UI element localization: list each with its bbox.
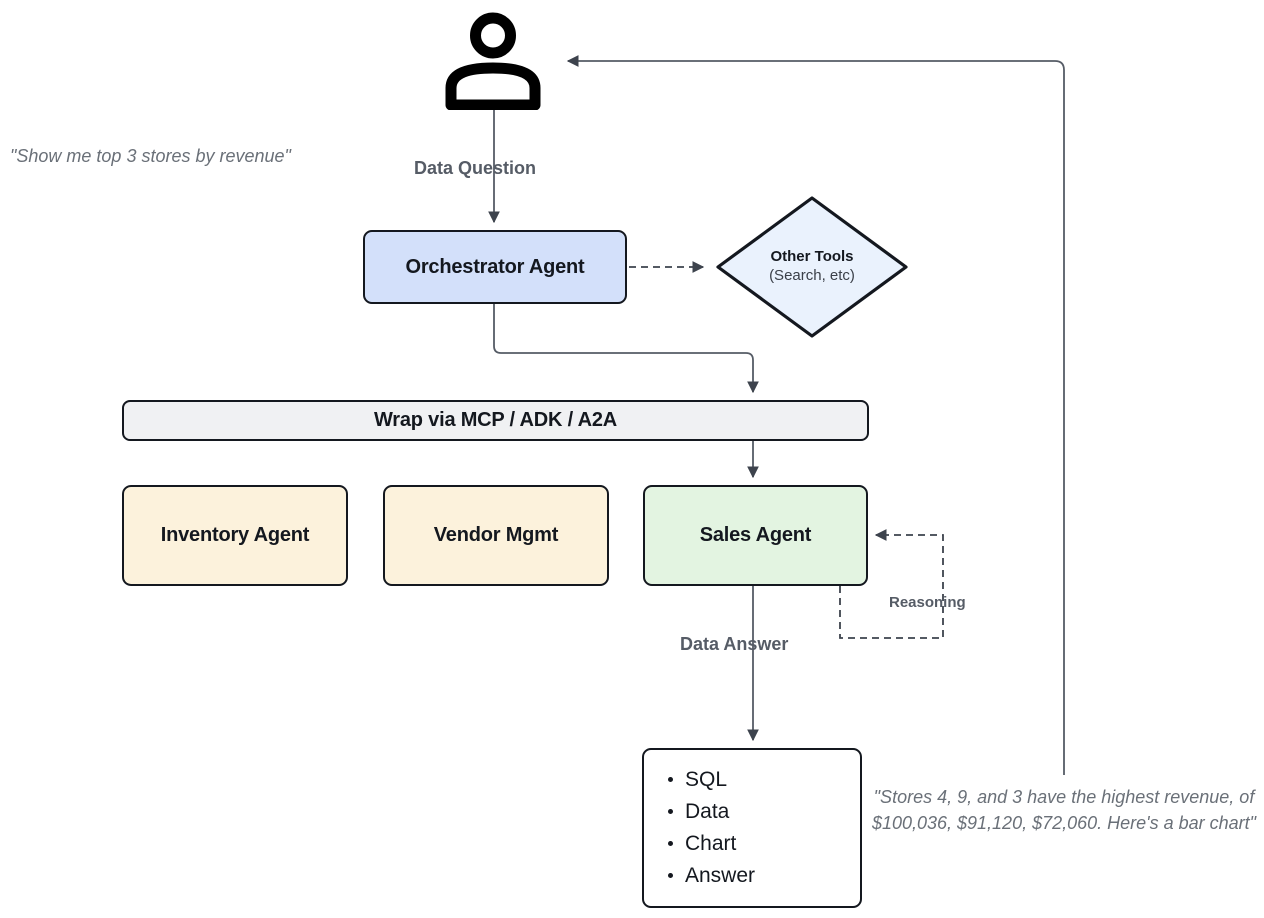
node-vendor-mgmt[interactable]: Vendor Mgmt [383,485,609,586]
node-inventory-agent[interactable]: Inventory Agent [122,485,348,586]
list-item: Chart [666,828,755,860]
node-other-tools-sublabel: (Search, etc) [769,267,855,284]
node-answer-output[interactable]: SQL Data Chart Answer [642,748,862,908]
result-quote: "Stores 4, 9, and 3 have the highest rev… [871,787,1257,834]
node-other-tools-label: Other Tools [770,248,854,266]
user-quote: "Show me top 3 stores by revenue" [10,146,291,166]
answer-output-list: SQL Data Chart Answer [666,764,755,892]
edge-label-data-answer: Data Answer [680,634,789,654]
node-vendor-mgmt-label: Vendor Mgmt [433,524,559,546]
user-person-icon [443,10,543,111]
node-sales-agent-label: Sales Agent [699,524,812,546]
node-wrap-layer-label: Wrap via MCP / ADK / A2A [373,409,618,431]
node-inventory-agent-label: Inventory Agent [160,524,310,546]
node-wrap-layer[interactable]: Wrap via MCP / ADK / A2A [122,400,869,441]
edge-label-reasoning: Reasoning [889,594,966,611]
node-orchestrator-agent-label: Orchestrator Agent [405,255,585,278]
list-item: Answer [666,860,755,892]
node-other-tools[interactable]: Other Tools (Search, etc) [712,192,912,342]
list-item: SQL [666,764,755,796]
list-item: Data [666,796,755,828]
edge-label-data-question: Data Question [414,158,537,178]
diamond-shape-icon [716,196,908,338]
node-orchestrator-agent[interactable]: Orchestrator Agent [363,230,627,304]
node-sales-agent[interactable]: Sales Agent [643,485,868,586]
